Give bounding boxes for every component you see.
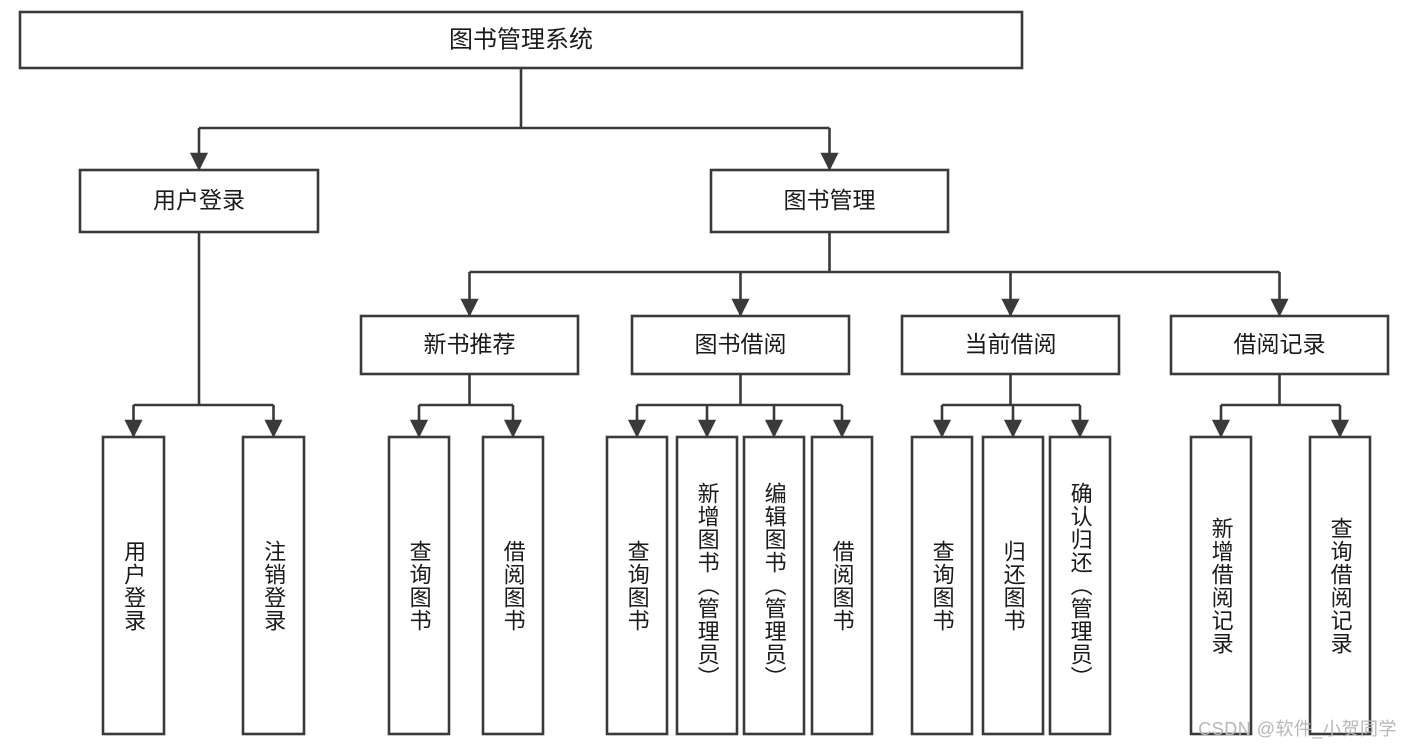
leaf-node-1-box[interactable] bbox=[241, 435, 306, 736]
leaf-node-8-box[interactable] bbox=[910, 435, 974, 736]
level3-node-0-box[interactable] bbox=[359, 314, 580, 376]
leaf-node-11-box[interactable] bbox=[1189, 435, 1253, 736]
level3-node-0-label: 新书推荐 bbox=[424, 331, 516, 357]
level3-node-1-label: 图书借阅 bbox=[695, 331, 787, 357]
level3-node-3-label: 借阅记录 bbox=[1234, 331, 1326, 357]
csdn-watermark: CSDN @软件_小贺同学 bbox=[1198, 719, 1397, 739]
node-boxes bbox=[18, 10, 1390, 736]
level3-node-3-box[interactable] bbox=[1169, 314, 1390, 376]
leaf-node-9-box[interactable] bbox=[981, 435, 1045, 736]
leaf-node-12-box[interactable] bbox=[1308, 435, 1372, 736]
leaf-node-3-box[interactable] bbox=[481, 435, 545, 736]
leaf-node-2-box[interactable] bbox=[387, 435, 451, 736]
root-node-label: 图书管理系统 bbox=[449, 26, 593, 53]
leaf-node-4-box[interactable] bbox=[605, 435, 669, 736]
level3-node-1-box[interactable] bbox=[630, 314, 851, 376]
leaf-node-6-box[interactable] bbox=[742, 435, 806, 736]
connector-edges bbox=[124, 68, 1350, 438]
leaf-node-0-box[interactable] bbox=[101, 435, 166, 736]
level2-node-1-box[interactable] bbox=[709, 168, 950, 234]
root-node-box[interactable] bbox=[18, 10, 1024, 70]
leaf-node-7-box[interactable] bbox=[810, 435, 874, 736]
level2-node-1-label: 图书管理 bbox=[784, 187, 876, 213]
level2-node-0-label: 用户登录 bbox=[153, 187, 245, 213]
level2-node-0-box[interactable] bbox=[78, 168, 320, 234]
level3-node-2-label: 当前借阅 bbox=[965, 331, 1057, 357]
level3-node-2-box[interactable] bbox=[900, 314, 1121, 376]
leaf-node-10-box[interactable] bbox=[1048, 435, 1112, 736]
leaf-node-5-box[interactable] bbox=[675, 435, 739, 736]
